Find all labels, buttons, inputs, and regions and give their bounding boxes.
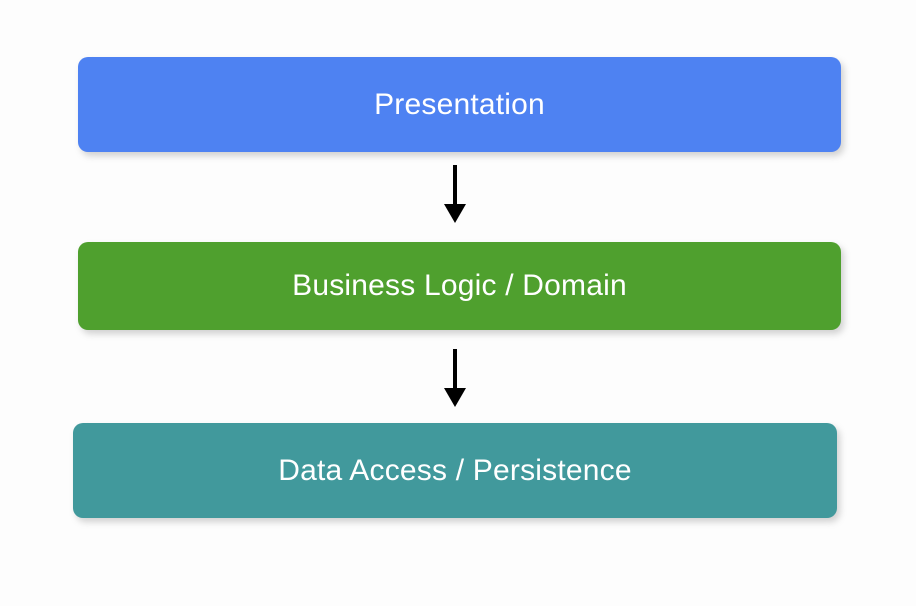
layer-box-business-logic[interactable]: Business Logic / Domain <box>78 242 841 330</box>
layer-label-presentation: Presentation <box>374 87 545 121</box>
layer-box-data-access[interactable]: Data Access / Persistence <box>73 423 837 518</box>
layer-box-presentation[interactable]: Presentation <box>78 57 841 152</box>
arrow-head-icon <box>444 388 466 407</box>
arrow-presentation-to-business-logic <box>444 165 466 223</box>
layer-label-data-access: Data Access / Persistence <box>278 453 632 487</box>
arrow-head-icon <box>444 204 466 223</box>
arrow-business-logic-to-data-access <box>444 349 466 407</box>
layer-label-business-logic: Business Logic / Domain <box>292 269 627 302</box>
